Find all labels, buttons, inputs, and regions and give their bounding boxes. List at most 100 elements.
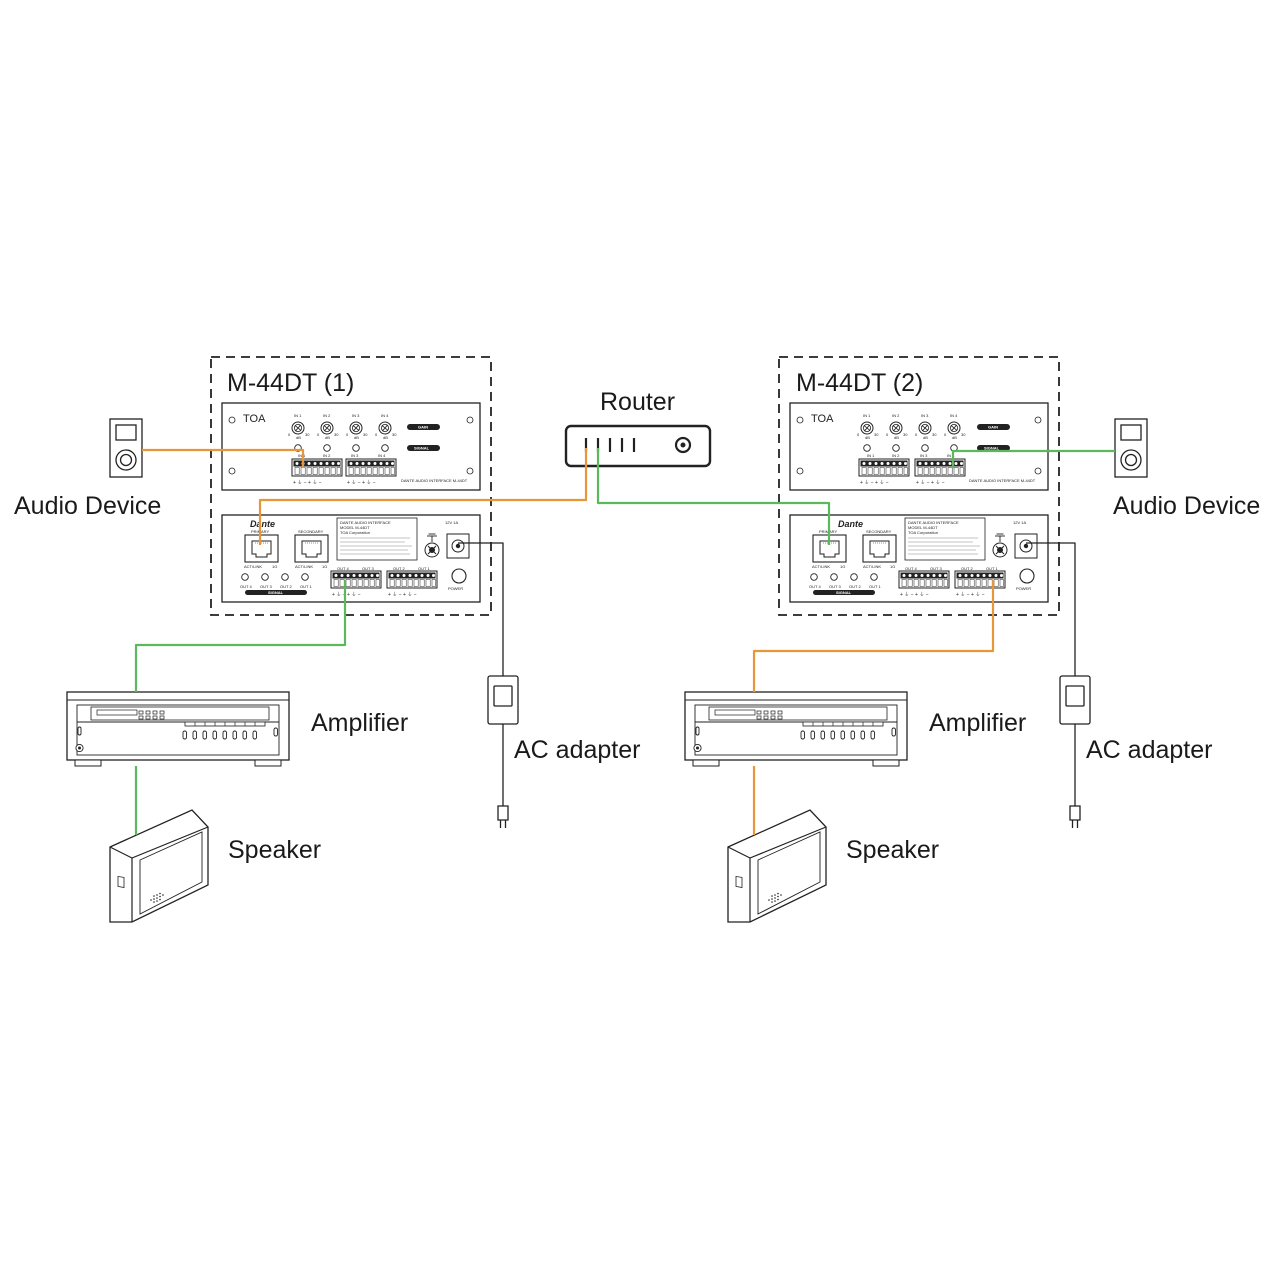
unit-2-signal-label: SIGNAL [984, 446, 1000, 451]
amplifier-right-icon [684, 691, 908, 767]
audio-device-right-icon [1114, 418, 1148, 478]
orange-cable-audio-in [142, 448, 305, 468]
unit-2-led-out4: OUT 4 [809, 584, 821, 589]
amplifier-left-label: Amplifier [311, 709, 408, 737]
speaker-right-label: Speaker [846, 836, 939, 864]
unit-1-knob-label-4: IN 4 [381, 413, 389, 418]
unit-1-info-label [336, 517, 418, 561]
router: Router [564, 388, 712, 468]
unit-2-input-label-4: IN 4 [947, 453, 955, 458]
speaker-left-label: Speaker [228, 836, 321, 864]
m44dt-unit-2: M-44DT (2) TOA IN 1 IN 2 IN 3 IN 4 GAIN … [778, 356, 1060, 616]
signal-pill [407, 445, 440, 451]
unit-1-knob-label-3: IN 3 [352, 413, 360, 418]
unit-2-led-out2: OUT 2 [849, 584, 861, 589]
unit-2-front-model: DANTE AUDIO INTERFACE M-44DT [969, 478, 1036, 483]
unit-2-input-label-2: IN 2 [892, 453, 900, 458]
amplifier-left-icon [66, 691, 290, 767]
unit-1-signal-label: SIGNAL [414, 446, 430, 451]
rear-signal-pill [813, 590, 875, 595]
unit-2-knobs: IN 1 IN 2 IN 3 IN 4 [856, 413, 967, 441]
signal-pill [977, 445, 1010, 451]
green-cable-network-2 [596, 448, 831, 545]
secondary-ethernet-port[interactable] [294, 534, 329, 563]
power-button[interactable] [451, 568, 467, 584]
unit-2-knob-label-2: IN 2 [892, 413, 900, 418]
orange-cable-unit2-amp [752, 580, 995, 692]
unit-2-input-label-3: IN 3 [920, 453, 928, 458]
unit-1-led-out3: OUT 3 [260, 584, 272, 589]
unit-1-power-label: POWER [448, 586, 463, 591]
unit-2-out2: OUT 2 [961, 566, 973, 571]
unit-2-front-panel: TOA IN 1 IN 2 IN 3 IN 4 GAIN SIGNAL IN 1… [789, 402, 1049, 491]
unit-2-gain-label: GAIN [988, 425, 998, 430]
amplifier-right-label: Amplifier [929, 709, 1026, 737]
unit-1-out3: OUT 3 [362, 566, 374, 571]
dc-cable-left [458, 542, 504, 676]
unit-1-knob-label-1: IN 1 [294, 413, 302, 418]
unit-2-speed: 1G [840, 564, 845, 569]
unit-1-info-3: TOA Corporation [340, 530, 370, 535]
speaker-right-icon [727, 809, 827, 923]
unit-2-speed-2: 1G [890, 564, 895, 569]
unit-1-rear-signal: SIGNAL [268, 590, 284, 595]
unit-2-act-link: ACT/LINK [812, 564, 830, 569]
unit-1-secondary-label: SECONDARY [298, 529, 324, 534]
unit-1-speed-2: 1G [322, 564, 327, 569]
unit-1-led-out4: OUT 4 [240, 584, 252, 589]
unit-1-out1: OUT 1 [418, 566, 430, 571]
unit-2-title: M-44DT (2) [796, 369, 923, 397]
rear-signal-pill [245, 590, 307, 595]
unit-1-title: M-44DT (1) [227, 369, 354, 397]
unit-2-rear-signal: SIGNAL [836, 590, 852, 595]
unit-1-info-2: MODEL M-44DT [340, 525, 370, 530]
unit-1-act-link: ACT/LINK [244, 564, 262, 569]
unit-1-out4: OUT 4 [337, 566, 349, 571]
router-label: Router [600, 388, 675, 416]
cables [134, 448, 1115, 835]
unit-1-input-label-2: IN 2 [323, 453, 331, 458]
unit-2-info-1: DANTE AUDIO INTERFACE [908, 520, 959, 525]
ac-adapter-right-label: AC adapter [1086, 736, 1212, 764]
unit-1-out2: OUT 2 [393, 566, 405, 571]
unit-2-led-out1: OUT 1 [869, 584, 881, 589]
unit-2-info-label [904, 517, 986, 561]
orange-cable-network-1 [258, 448, 588, 545]
dc-cable-right [1026, 542, 1076, 676]
unit-1-input-label-3: IN 3 [351, 453, 359, 458]
unit-2-dante-logo: Dante [838, 519, 863, 529]
unit-2-act-link-2: ACT/LINK [863, 564, 881, 569]
unit-2-knob-label-1: IN 1 [863, 413, 871, 418]
unit-2-out1: OUT 1 [986, 566, 998, 571]
unit-1-led-out1: OUT 1 [300, 584, 312, 589]
unit-2-boundary [778, 356, 1060, 616]
unit-2-power-label: POWER [1016, 586, 1031, 591]
unit-1-front-model: DANTE AUDIO INTERFACE M-44DT [401, 478, 468, 483]
unit-2-knob-label-3: IN 3 [921, 413, 929, 418]
unit-1-boundary [210, 356, 492, 616]
unit-2-secondary-label: SECONDARY [866, 529, 892, 534]
speaker-left-icon [109, 809, 209, 923]
unit-2-knob-label-4: IN 4 [950, 413, 958, 418]
unit-2-out4: OUT 4 [905, 566, 917, 571]
unit-1-speed: 1G [272, 564, 277, 569]
unit-1-act-link-2: ACT/LINK [295, 564, 313, 569]
unit-1-front-panel: TOA IN 1 IN 2 IN 3 IN 4 GAIN SIGNAL IN 1… [221, 402, 481, 491]
unit-2-info-3: TOA Corporation [908, 530, 938, 535]
audio-device-right-label: Audio Device [1113, 492, 1260, 520]
primary-ethernet-port[interactable] [244, 534, 279, 563]
unit-2-info-2: MODEL M-44DT [908, 525, 938, 530]
unit-1-knobs: IN 1 IN 2 IN 3 IN 4 [287, 413, 398, 441]
unit-1-dante-logo: Dante [250, 519, 275, 529]
m44dt-unit-1: M-44DT (1) TOA IN 1 IN 2 IN 3 IN 4 GAIN [210, 356, 492, 616]
unit-2-led-out3: OUT 3 [829, 584, 841, 589]
ground-icon [992, 533, 1008, 558]
gain-pill [407, 424, 440, 430]
unit-2-out3: OUT 3 [930, 566, 942, 571]
unit-1-rear-panel: Dante PRIMARY SECONDARY ACT/LINK 1G ACT/… [221, 514, 481, 603]
secondary-ethernet-port[interactable] [862, 534, 897, 563]
unit-1-dc-label: 12V 1A [445, 520, 458, 525]
power-button[interactable] [1019, 568, 1035, 584]
unit-1-gain-label: GAIN [418, 425, 428, 430]
